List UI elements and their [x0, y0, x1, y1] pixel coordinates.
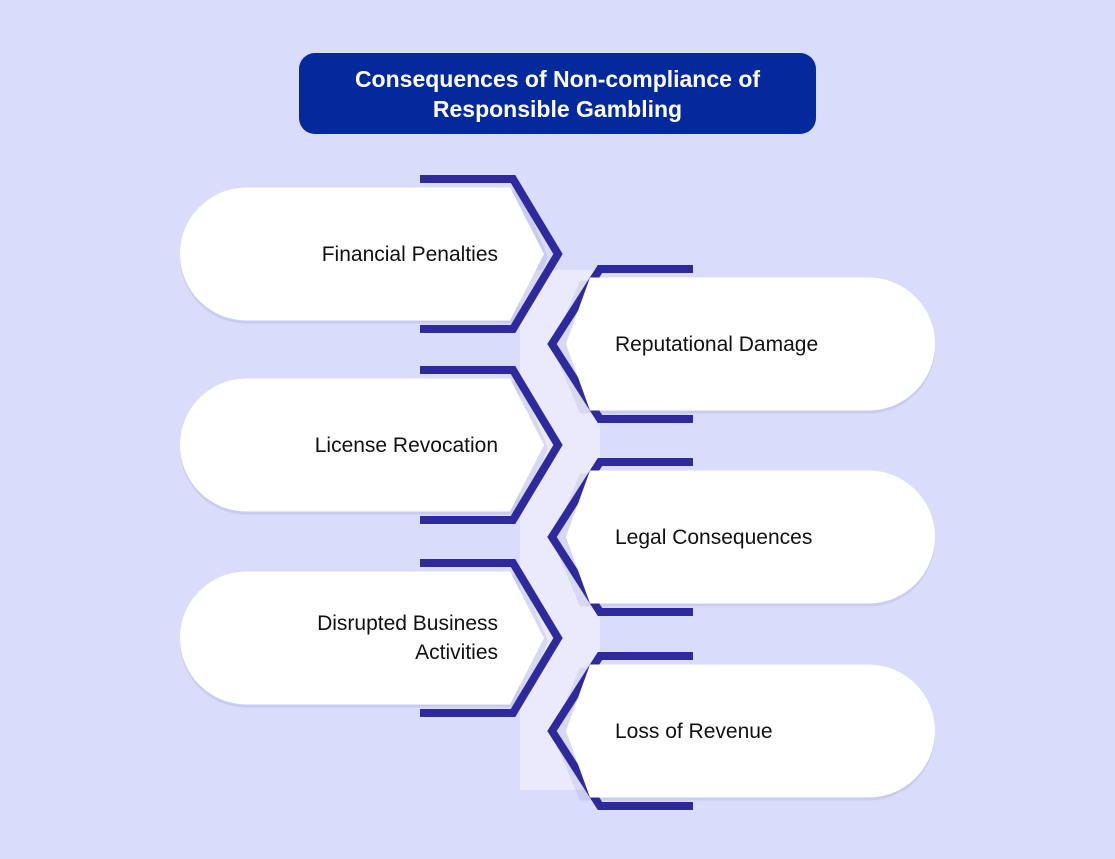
- pill-shape: [566, 277, 936, 411]
- item-label-6: Loss of Revenue: [615, 717, 773, 746]
- item-label-4: Legal Consequences: [615, 523, 812, 552]
- pill-shape: [566, 664, 936, 798]
- chevron-outline: [547, 265, 693, 423]
- chevron-outline: [420, 175, 563, 333]
- title-line-2: Responsible Gambling: [432, 95, 683, 122]
- title-line-1: Consequences of Non-compliance of: [354, 65, 761, 92]
- chevron-outline: [420, 366, 563, 524]
- item-5: [180, 559, 563, 717]
- diagram-title: Consequences of Non-compliance of Respon…: [299, 53, 816, 134]
- item-1: [180, 175, 563, 333]
- item-6: [547, 652, 936, 810]
- item-label-3: License Revocation: [315, 431, 498, 460]
- item-label-line: Legal Consequences: [615, 525, 813, 549]
- chevron-outline: [547, 652, 693, 810]
- item-label-line: Activities: [415, 641, 498, 664]
- chevron-outline: [420, 559, 563, 717]
- item-3: [180, 366, 563, 524]
- pill-shape: [180, 571, 545, 705]
- item-label-line: License Revocation: [314, 433, 498, 457]
- item-label-line: Loss of Revenue: [615, 719, 773, 743]
- chevron-outline: [547, 458, 693, 616]
- pill-shape: [180, 187, 545, 321]
- item-2: [547, 265, 936, 423]
- item-label-line: Reputational Damage: [615, 332, 819, 356]
- item-4: [547, 458, 936, 616]
- pill-shape: [566, 470, 936, 604]
- pill-shape: [180, 378, 545, 512]
- item-label-1: Financial Penalties: [322, 240, 498, 269]
- item-label-line: Financial Penalties: [321, 242, 498, 266]
- item-label-line: Disrupted Business: [317, 612, 498, 635]
- item-label-2: Reputational Damage: [615, 330, 818, 359]
